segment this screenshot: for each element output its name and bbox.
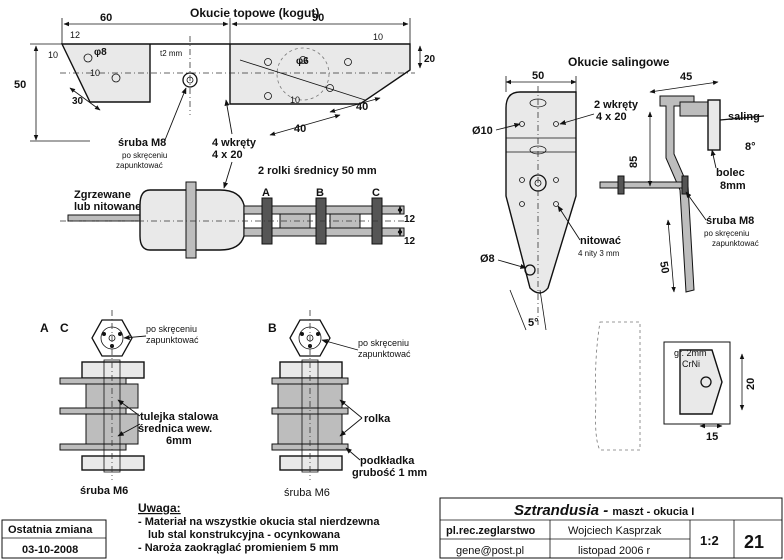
dim-40b: 40 [356,101,368,113]
detail-b-note-1: po skręceniu [358,338,409,348]
topping-side-view [60,181,410,259]
dim-12a: 12 [404,214,416,225]
detail-sleeve-3: 6mm [166,435,192,447]
spreader-bolt-2: 8mm [720,180,746,192]
section-c: C [372,187,380,199]
detail-ac-note-2: zapunktować [146,335,199,345]
detail-label-a: A [40,321,49,335]
last-change-box [1,519,107,559]
spreader-8deg: 8° [745,141,756,153]
bracket-drawing [595,321,745,451]
notes-line-1: - Materiał na wszystkie okucia stal nier… [138,516,380,528]
detail-ac-note-1: po skręceniu [146,324,197,334]
detail-label-c: C [60,321,69,335]
spreader-drawing [505,76,765,331]
title-sheet: 21 [744,532,764,552]
detail-ac-drawing [59,310,145,480]
notes-line-3: - Naroża zaokrąglać promieniem 5 mm [138,542,339,554]
topping-bolt-note-2: zapunktować [116,161,163,170]
spreader-dim-45: 45 [680,71,692,83]
hole-10 [111,73,121,83]
spreader-bolt-1: bolec [716,167,745,179]
topping-screws-2: 4 x 20 [212,149,243,161]
topping-bolt-label: śruba M8 [118,137,166,149]
dim-t2: t2 mm [160,49,183,58]
bolt-hole [182,72,198,88]
topping-bolt-note-1: po skręceniu [122,151,167,160]
spreader-screws-1: 2 wkręty [594,99,639,111]
section-b: B [316,187,324,199]
spreader-rivet-1: nitować [580,235,621,247]
spreader-dim-phi10: Ø10 [472,125,493,137]
spreader-rivet-2: 4 nity 3 mm [578,249,620,258]
spreader-saling: saling [728,111,760,123]
bracket-thickness-2: CrNi [682,359,700,369]
topping-title: Okucie topowe (kogut) [190,6,319,20]
topping-screws-1: 4 wkręty [212,137,257,149]
topping-rollers: 2 rolki średnicy 50 mm [258,165,377,177]
dim-12: 12 [70,30,80,40]
dim-phi6: φ6 [296,56,309,67]
title-block [439,497,783,559]
detail-washer-1: podkładka [360,455,415,467]
dim-10d: 10 [290,95,300,105]
title-project: Sztrandusia [514,502,599,519]
detail-b-note-2: zapunktować [358,349,411,359]
detail-sleeve-1: tulejka stalowa [140,411,219,423]
dim-60: 60 [100,12,112,24]
last-change-date: 03-10-2008 [22,544,78,556]
section-a: A [262,187,270,199]
bracket-dim-15: 15 [706,431,718,443]
dim-10c: 10 [373,32,383,42]
topping-welded-2: lub nitowane [74,201,141,213]
topping-plate-drawing [30,18,423,142]
detail-washer-2: grubość 1 mm [352,467,427,479]
dim-10b: 10 [90,68,100,78]
notes-line-2: lub stal konstrukcyjna - ocynkowana [148,529,341,541]
roller-outline [276,47,330,101]
last-change-label: Ostatnia zmiana [8,524,93,536]
dim-12b: 12 [404,236,416,247]
title-date: listopad 2006 r [578,545,650,557]
spreader-dim-50: 50 [532,70,544,82]
title-scale: 1:2 [700,533,719,548]
dim-90: 90 [312,12,324,24]
bracket-thickness-1: gr. 2mm [674,348,707,358]
title-site: pl.rec.zeglarstwo [446,525,536,537]
title-project-line: Sztrandusia - maszt - okucia I [514,502,694,519]
detail-sleeve-2: średnica wew. [138,423,212,435]
spreader-5deg: 5° [528,317,539,329]
bracket-dim-20: 20 [745,378,757,390]
spreader-dim-85: 85 [628,156,640,168]
spreader-title: Okucie salingowe [568,55,670,69]
topping-side-bolt [185,181,197,259]
notes-heading: Uwaga: [138,501,181,515]
dim-30: 30 [72,96,84,107]
hole-8 [83,53,93,63]
detail-roller: rolka [364,413,391,425]
spreader-bolt-note-2: zapunktować [712,239,759,248]
dim-50: 50 [14,79,26,91]
dim-10a: 10 [48,50,58,60]
spreader-screws-2: 4 x 20 [596,111,627,123]
title-dash: - [599,502,612,519]
detail-b-drawing [271,310,349,480]
title-email: gene@post.pl [456,545,524,557]
spreader-dim-phi8: Ø8 [480,253,495,265]
dim-40a: 40 [294,123,306,135]
spreader-plate [505,91,577,294]
spreader-bolt-m8: śruba M8 [706,215,754,227]
detail-bolt-ac: śruba M6 [80,485,128,497]
detail-label-b: B [268,321,277,335]
dim-phi8: φ8 [94,47,107,58]
title-subtitle: maszt - okucia I [612,506,694,518]
detail-bolt-b: śruba M6 [284,487,330,499]
spreader-dim-50b: 50 [657,260,671,274]
spreader-bolt-note-1: po skręceniu [704,229,749,238]
dim-20: 20 [424,54,436,65]
topping-welded-1: Zgrzewane [74,189,131,201]
title-author: Wojciech Kasprzak [568,525,662,537]
